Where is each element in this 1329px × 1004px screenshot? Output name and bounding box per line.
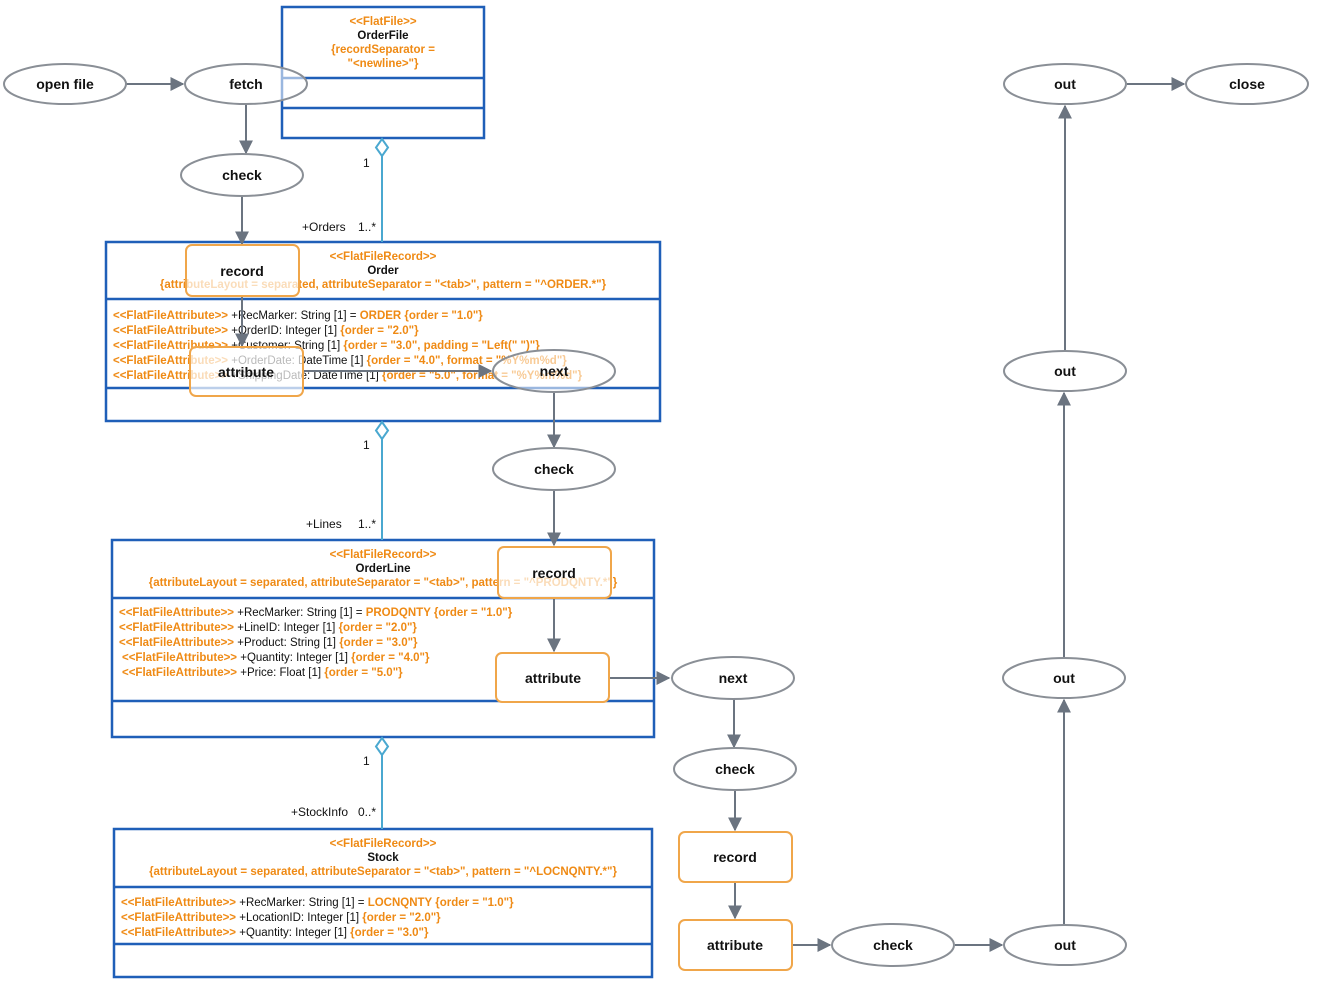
flow-node-out-1[interactable]: out bbox=[1003, 924, 1127, 966]
orderfile-props-1: {recordSeparator = bbox=[331, 44, 435, 56]
stock-stereotype: <<FlatFileRecord>> bbox=[330, 838, 437, 850]
orderfile-stereotype: <<FlatFile>> bbox=[349, 16, 416, 28]
order-name: Order bbox=[367, 265, 399, 277]
flow-node-record-2[interactable]: record bbox=[497, 546, 612, 599]
orderline-attribute: <<FlatFileAttribute>> +Quantity: Integer… bbox=[122, 652, 430, 664]
class-orderfile[interactable]: <<FlatFile>> OrderFile {recordSeparator … bbox=[280, 5, 486, 140]
flow-node-attribute-3[interactable]: attribute bbox=[678, 919, 793, 971]
node-label: next bbox=[719, 670, 748, 686]
stock-props: {attributeLayout = separated, attributeS… bbox=[149, 866, 617, 878]
orderline-stereotype: <<FlatFileRecord>> bbox=[330, 549, 437, 561]
stock-name: Stock bbox=[367, 852, 399, 864]
aggregation-diamond-icon bbox=[374, 420, 390, 441]
orders-role: +Orders bbox=[302, 220, 346, 234]
stockinfo-target-multiplicity: 0..* bbox=[358, 805, 376, 819]
node-label: record bbox=[713, 849, 757, 865]
orderline-attribute: <<FlatFileAttribute>> +Product: String [… bbox=[119, 637, 418, 649]
flow-node-out-4[interactable]: out bbox=[1003, 63, 1127, 105]
orderline-attribute: <<FlatFileAttribute>> +LineID: Integer [… bbox=[119, 622, 417, 634]
flow-node-check-3[interactable]: check bbox=[673, 747, 797, 791]
stockinfo-role: +StockInfo bbox=[291, 805, 348, 819]
order-stereotype: <<FlatFileRecord>> bbox=[330, 251, 437, 263]
orderline-name: OrderLine bbox=[356, 563, 411, 575]
node-label: check bbox=[873, 937, 913, 953]
node-label: attribute bbox=[525, 670, 581, 686]
node-label: record bbox=[532, 565, 576, 581]
node-label: close bbox=[1229, 76, 1265, 92]
node-label: out bbox=[1053, 670, 1075, 686]
flow-node-close[interactable]: close bbox=[1185, 63, 1309, 105]
node-label: next bbox=[540, 363, 569, 379]
orders-source-multiplicity: 1 bbox=[363, 156, 370, 170]
association-orders: 1 +Orders 1..* bbox=[302, 137, 390, 242]
stock-attribute: <<FlatFileAttribute>> +LocationID: Integ… bbox=[121, 912, 441, 924]
flow-node-check-1[interactable]: check bbox=[180, 153, 304, 197]
node-label: out bbox=[1054, 937, 1076, 953]
flow-node-next-2[interactable]: next bbox=[671, 656, 795, 700]
flow-node-record-3[interactable]: record bbox=[678, 831, 793, 883]
aggregation-diamond-icon bbox=[374, 137, 390, 158]
node-label: record bbox=[220, 263, 264, 279]
stock-attribute: <<FlatFileAttribute>> +Quantity: Integer… bbox=[121, 927, 429, 939]
node-label: fetch bbox=[229, 76, 262, 92]
class-stock[interactable]: <<FlatFileRecord>> Stock {attributeLayou… bbox=[112, 827, 654, 979]
flow-node-attribute-1[interactable]: attribute bbox=[189, 346, 304, 397]
flow-edges bbox=[126, 77, 1186, 952]
flow-node-out-2[interactable]: out bbox=[1002, 657, 1126, 699]
node-label: attribute bbox=[707, 937, 763, 953]
lines-role: +Lines bbox=[306, 517, 342, 531]
lines-target-multiplicity: 1..* bbox=[358, 517, 376, 531]
node-label: check bbox=[715, 761, 755, 777]
stock-attribute: <<FlatFileAttribute>> +RecMarker: String… bbox=[121, 897, 514, 909]
order-attribute: <<FlatFileAttribute>> +OrderID: Integer … bbox=[113, 325, 419, 337]
flow-node-check-4[interactable]: check bbox=[831, 923, 955, 967]
order-attribute: <<FlatFileAttribute>> +Customer: String … bbox=[113, 340, 540, 352]
lines-source-multiplicity: 1 bbox=[363, 438, 370, 452]
node-label: attribute bbox=[218, 364, 274, 380]
association-lines: 1 +Lines 1..* bbox=[306, 420, 390, 540]
node-label: check bbox=[222, 167, 262, 183]
orders-target-multiplicity: 1..* bbox=[358, 220, 376, 234]
node-label: out bbox=[1054, 76, 1076, 92]
orderline-attribute: <<FlatFileAttribute>> +Price: Float [1] … bbox=[122, 667, 403, 679]
node-label: check bbox=[534, 461, 574, 477]
flow-node-open-file[interactable]: open file bbox=[3, 63, 127, 105]
flow-node-out-3[interactable]: out bbox=[1003, 350, 1127, 392]
order-attribute: <<FlatFileAttribute>> +RecMarker: String… bbox=[113, 310, 483, 322]
node-label: open file bbox=[36, 76, 94, 92]
orderfile-props-2: "<newline>"} bbox=[348, 58, 420, 70]
orderfile-name: OrderFile bbox=[357, 30, 408, 42]
association-stockinfo: 1 +StockInfo 0..* bbox=[291, 736, 390, 829]
flow-node-record-1[interactable]: record bbox=[185, 244, 300, 297]
stockinfo-source-multiplicity: 1 bbox=[363, 754, 370, 768]
aggregation-diamond-icon bbox=[374, 736, 390, 757]
flow-node-fetch[interactable]: fetch bbox=[184, 63, 308, 105]
flow-node-attribute-2[interactable]: attribute bbox=[495, 652, 610, 703]
flow-node-next-1[interactable]: next bbox=[492, 349, 616, 393]
flow-node-check-2[interactable]: check bbox=[492, 447, 616, 491]
node-label: out bbox=[1054, 363, 1076, 379]
orderline-attribute: <<FlatFileAttribute>> +RecMarker: String… bbox=[119, 607, 513, 619]
